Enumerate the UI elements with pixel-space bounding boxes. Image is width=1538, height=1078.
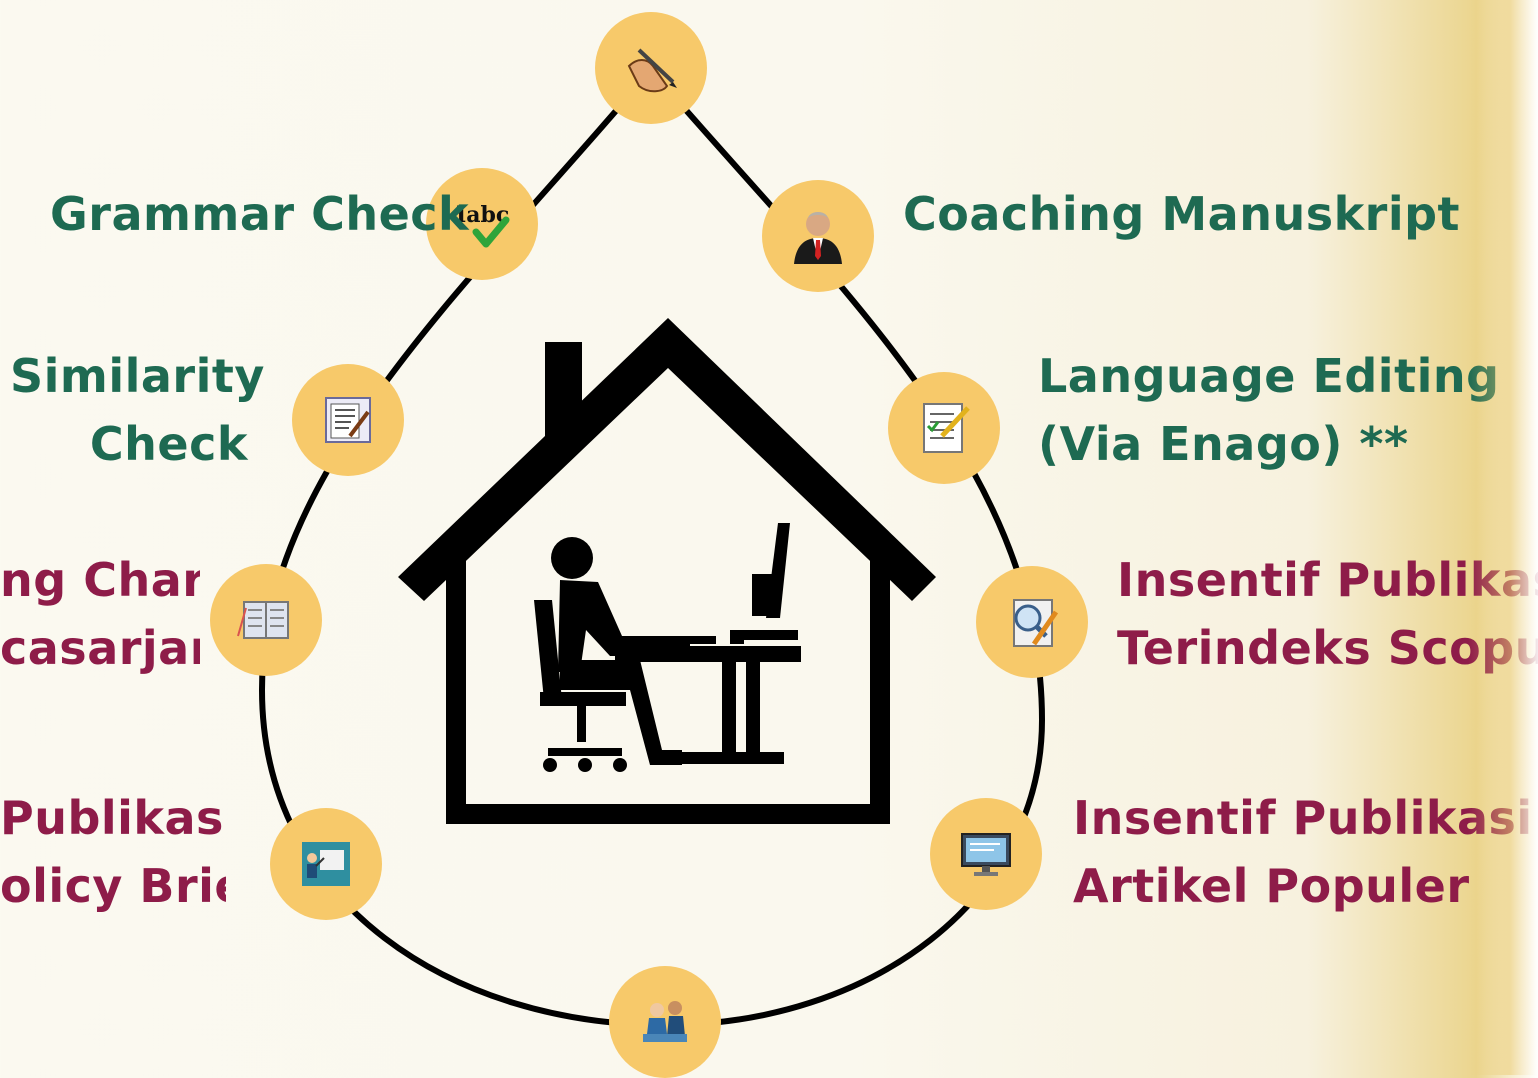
writing-hand-icon [627, 48, 677, 93]
collaboration-icon [643, 1001, 687, 1042]
label-grammar-check: Grammar Check [50, 180, 469, 248]
similarity-node [292, 364, 404, 476]
label-line: Insentif Publikasi [1073, 791, 1533, 845]
policy-node [270, 808, 382, 920]
label-line: Publikasi [0, 791, 226, 845]
ledger-icon [237, 601, 289, 639]
bottom-node [609, 966, 721, 1078]
presentation-icon [302, 842, 350, 886]
populer-node [930, 798, 1042, 910]
label-line: Grammar Check [50, 187, 470, 241]
label-line: ng Charge [0, 553, 200, 607]
label-language-editing: Language Editing (Via Enago) ** [1038, 342, 1500, 478]
right-edge-glow [1468, 0, 1538, 1075]
monitor-icon [961, 833, 1011, 876]
abc-check-icon: Iabc [456, 202, 510, 248]
checklist-pen-icon [923, 403, 970, 453]
label-line: (Via Enago) ** [1038, 417, 1409, 471]
magnifier-document-icon [1013, 599, 1059, 647]
language-node [888, 372, 1000, 484]
label-coaching-manuskript: Coaching Manuskript [903, 180, 1460, 248]
top-node [595, 12, 707, 124]
processing-node [210, 564, 322, 676]
label-line: Coaching Manuskript [903, 187, 1461, 241]
label-line: casarjana [0, 621, 200, 675]
label-line: Language Editing [1038, 349, 1500, 403]
label-line: Check [89, 417, 248, 471]
home-office-icon [398, 318, 936, 824]
coaching-node [762, 180, 874, 292]
label-line: Terindeks Scopus [1117, 621, 1538, 675]
label-processing-charge: ng Charge casarjana [0, 546, 200, 682]
label-similarity-check: Similarity Check [10, 342, 265, 478]
label-insentif-scopus: Insentif Publikasi Terindeks Scopus [1117, 546, 1538, 682]
label-line: Insentif Publikasi [1117, 553, 1538, 607]
businessman-icon [794, 212, 842, 264]
label-line: Similarity [10, 349, 265, 403]
document-pen-icon [325, 397, 371, 443]
label-line: olicy Brief [0, 859, 226, 913]
label-line: Artikel Populer [1073, 859, 1470, 913]
label-policy-brief: Publikasi olicy Brief [0, 784, 226, 920]
label-insentif-populer: Insentif Publikasi Artikel Populer [1073, 784, 1533, 920]
grammar-node: Iabc [426, 168, 538, 280]
scopus-node [976, 566, 1088, 678]
